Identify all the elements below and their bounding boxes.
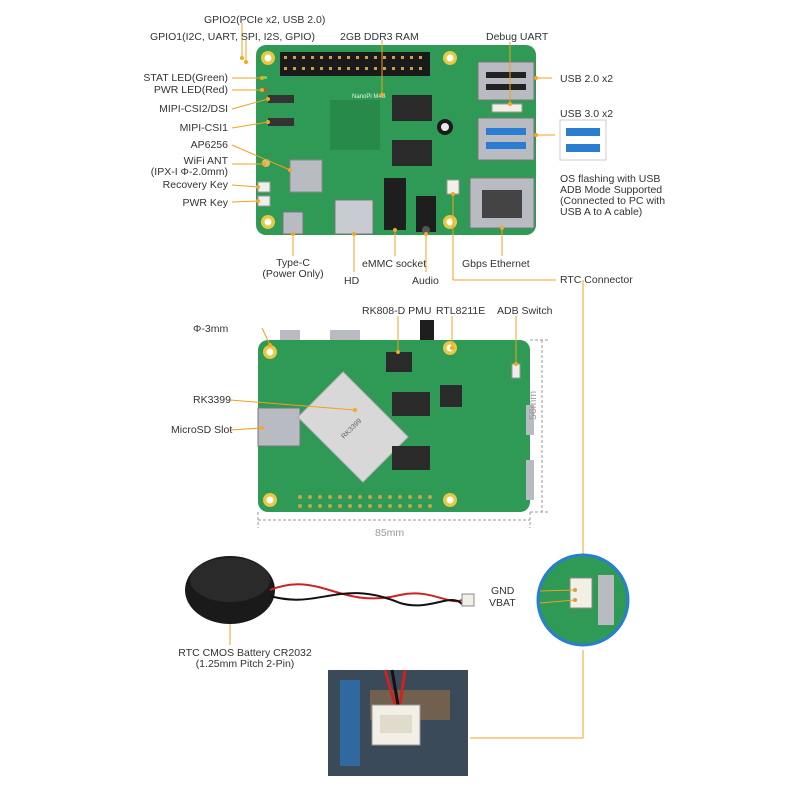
label-audio: Audio (412, 275, 439, 287)
label-mipi-csi1: MIPI-CSI1 (179, 122, 228, 134)
label-emmc: eMMC socket (362, 258, 427, 270)
bottom-leader-dots (260, 343, 518, 430)
label-hd: HD (344, 275, 360, 287)
battery (185, 556, 475, 624)
label-dim-width: 85mm (375, 527, 405, 539)
bottom-board (257, 320, 534, 512)
top-leaders (231, 23, 556, 281)
label-battery-2: (1.25mm Pitch 2-Pin) (195, 658, 295, 670)
label-wifi-ant-1: WiFi ANT (183, 155, 228, 167)
label-os-flash-2: ADB Mode Supported (560, 184, 663, 196)
label-battery-1: RTC CMOS Battery CR2032 (178, 647, 312, 659)
label-stat-led: STAT LED(Green) (143, 72, 228, 84)
rtc-zoom (536, 553, 630, 647)
label-dim-height: 56mm (527, 390, 539, 420)
label-rtl: RTL8211E (436, 305, 486, 317)
label-ram: 2GB DDR3 RAM (340, 31, 419, 43)
label-usb2: USB 2.0 x2 (560, 73, 614, 85)
label-adb-switch: ADB Switch (497, 305, 553, 317)
label-mipi-csi2: MIPI-CSI2/DSI (159, 103, 228, 115)
dimension-lines (257, 339, 550, 528)
label-os-flash-1: OS flashing with USB (560, 173, 661, 185)
label-debug-uart: Debug UART (486, 31, 549, 43)
top-board (256, 45, 536, 235)
usb3-callout (559, 119, 607, 161)
label-typec-2: (Power Only) (262, 268, 324, 280)
label-ethernet: Gbps Ethernet (462, 258, 530, 270)
label-ap6256: AP6256 (190, 139, 228, 151)
rtc-route (470, 280, 584, 739)
board-silkscreen: NanoPi M4B (352, 94, 386, 100)
label-rtc-connector: RTC Connector (560, 274, 633, 286)
label-rk3399: RK3399 (193, 394, 231, 406)
top-leader-dots (240, 56, 538, 236)
label-recovery-key: Recovery Key (162, 179, 228, 191)
label-pwr-key: PWR Key (182, 197, 228, 209)
photo-inset (328, 669, 468, 776)
label-os-flash-3: (Connected to PC with (560, 195, 666, 207)
label-os-flash-4: USB A to A cable) (560, 206, 643, 218)
label-pwr-led: PWR LED(Red) (153, 84, 228, 96)
gnd-vbat-leaders (539, 589, 576, 604)
label-usb3: USB 3.0 x2 (560, 108, 614, 120)
label-typec-1: Type-C (276, 257, 310, 269)
label-microsd: MicroSD Slot (171, 424, 233, 436)
label-hole: Φ-3mm (193, 323, 229, 335)
label-wifi-ant-2: (IPX-I Φ-2.0mm) (150, 166, 228, 178)
label-gnd: GND (491, 585, 515, 597)
label-vbat: VBAT (489, 597, 516, 609)
label-pmu: RK808-D PMU (362, 305, 432, 317)
bottom-leaders (229, 316, 517, 431)
label-gpio1: GPIO1(I2C, UART, SPI, I2S, GPIO) (150, 31, 315, 43)
label-gpio2: GPIO2(PCIe x2, USB 2.0) (204, 14, 326, 26)
